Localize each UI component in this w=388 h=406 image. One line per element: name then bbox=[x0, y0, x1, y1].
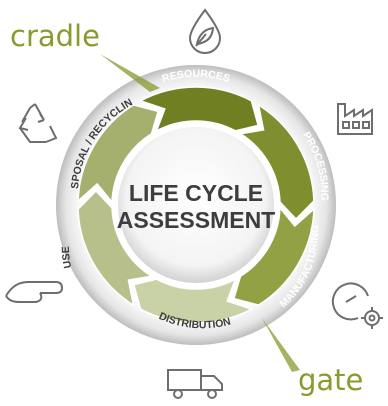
stage-segment-distribution bbox=[132, 277, 254, 324]
stage-segment-processing bbox=[238, 103, 315, 221]
stage-label-resources: RESOURCES bbox=[161, 68, 232, 85]
truck-icon bbox=[167, 369, 223, 399]
cradle-label: cradle bbox=[10, 19, 100, 53]
stage-label-use: USE bbox=[60, 246, 74, 269]
center-title-line1: LIFE CYCLE bbox=[129, 180, 263, 206]
stage-segment-disposal bbox=[77, 104, 160, 205]
water-leaf-icon bbox=[188, 8, 222, 54]
pointing-hand-icon bbox=[5, 281, 64, 303]
gate-label: gate bbox=[298, 363, 363, 397]
factory-icon bbox=[337, 103, 373, 135]
recycle-icon bbox=[18, 103, 58, 143]
center-disc bbox=[118, 127, 274, 283]
stage-segment-manufacturing bbox=[232, 205, 315, 306]
gear-gauge-icon bbox=[331, 282, 383, 329]
cradle-pointer bbox=[100, 54, 160, 92]
stage-segment-use bbox=[77, 189, 154, 307]
center-title-line2: ASSESSMENT bbox=[117, 207, 275, 233]
stage-segment-resources bbox=[138, 86, 260, 133]
cycle-ring bbox=[77, 86, 315, 324]
gate-pointer bbox=[262, 318, 300, 372]
